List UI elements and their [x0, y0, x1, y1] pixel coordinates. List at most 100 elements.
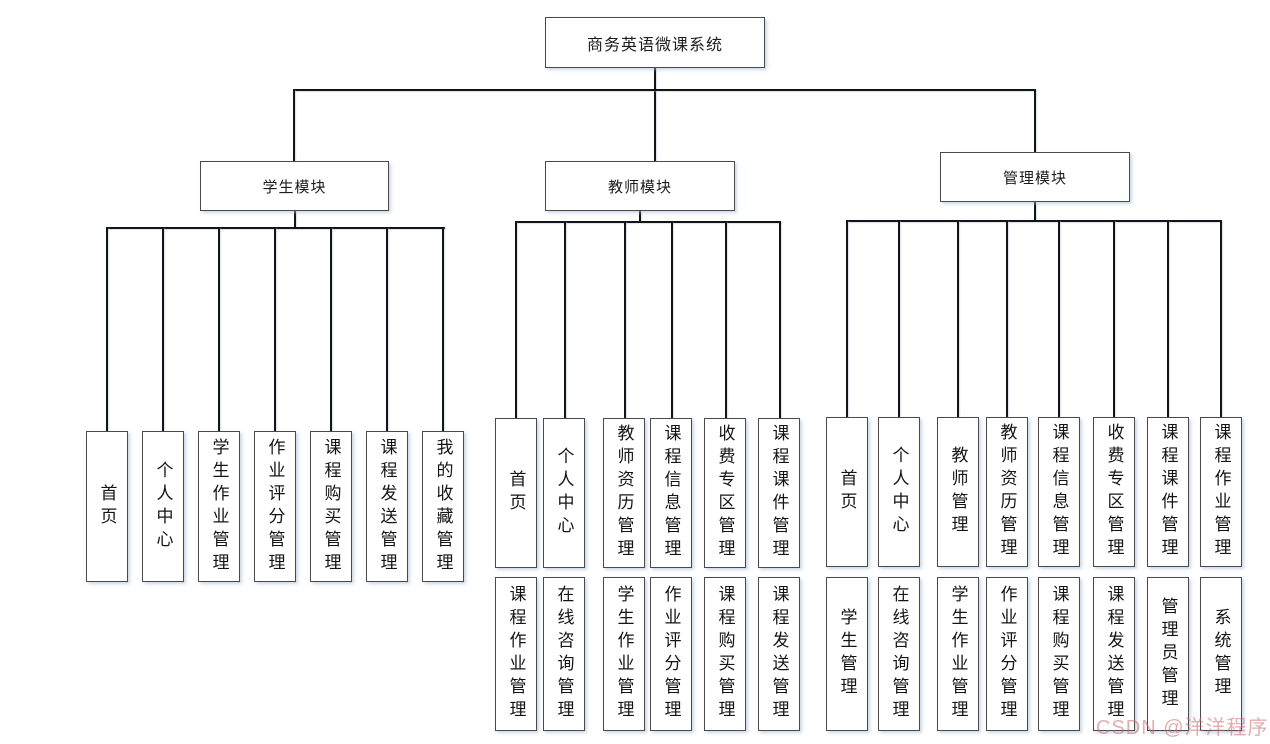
node-label: 课程课件管理: [1158, 423, 1178, 561]
node-label: 教师资历管理: [614, 424, 634, 562]
node-admin-online-consult-mgmt: 在线咨询管理: [878, 577, 920, 731]
node-student-module: 学生模块: [200, 161, 389, 211]
node-student-favorites-mgmt: 我的收藏管理: [422, 431, 464, 582]
node-student-homework-mgmt: 学生作业管理: [198, 431, 240, 582]
connector-teacher-child-4: [671, 221, 673, 418]
connector-teacher-drop: [639, 211, 641, 222]
node-teacher-online-consult-mgmt: 在线咨询管理: [543, 577, 585, 731]
connector-bus-to-admin: [1034, 89, 1036, 152]
node-label: 学生作业管理: [614, 585, 634, 723]
node-student-homework-scoring-mgmt: 作业评分管理: [254, 431, 296, 582]
connector-teacher-bus: [515, 221, 781, 223]
node-student-personal-center: 个人中心: [142, 431, 184, 582]
node-admin-teacher-mgmt: 教师管理: [937, 417, 979, 567]
node-teacher-module-label: 教师模块: [607, 178, 672, 196]
node-teacher-home: 首页: [495, 418, 537, 568]
node-admin-homework-scoring-mgmt: 作业评分管理: [986, 577, 1028, 731]
node-admin-home: 首页: [826, 417, 868, 567]
node-label: 课程作业管理: [1211, 423, 1231, 561]
connector-teacher-child-5: [725, 221, 727, 418]
node-teacher-student-homework-mgmt: 学生作业管理: [603, 577, 645, 731]
node-admin-administrator-mgmt: 管理员管理: [1147, 577, 1189, 731]
node-label: 在线咨询管理: [889, 585, 909, 723]
connector-bus-to-student: [293, 89, 295, 161]
connector-admin-child-8: [1220, 220, 1222, 417]
connector-student-child-3: [218, 227, 220, 431]
connector-student-child-7: [442, 227, 444, 431]
connector-admin-child-7: [1167, 220, 1169, 417]
node-label: 管理员管理: [1158, 596, 1178, 712]
connector-student-child-6: [386, 227, 388, 431]
node-label: 作业评分管理: [661, 585, 681, 723]
node-label: 课程购买管理: [321, 437, 341, 576]
node-label: 课程购买管理: [1049, 585, 1069, 723]
node-teacher-module: 教师模块: [545, 161, 735, 211]
node-admin-student-mgmt: 学生管理: [826, 577, 868, 731]
node-teacher-course-send-mgmt: 课程发送管理: [758, 577, 800, 731]
node-teacher-courseware-mgmt: 课程课件管理: [758, 418, 800, 568]
node-label: 学生管理: [837, 608, 857, 700]
node-label: 课程作业管理: [506, 585, 526, 723]
connector-admin-child-4: [1006, 220, 1008, 417]
node-teacher-course-info-mgmt: 课程信息管理: [650, 418, 692, 568]
node-label: 收费专区管理: [715, 424, 735, 562]
connector-admin-child-3: [957, 220, 959, 417]
node-student-course-purchase-mgmt: 课程购买管理: [310, 431, 352, 582]
node-admin-course-info-mgmt: 课程信息管理: [1038, 417, 1080, 567]
node-teacher-homework-scoring-mgmt: 作业评分管理: [650, 577, 692, 731]
node-student-module-label: 学生模块: [262, 178, 327, 196]
node-root-label: 商务英语微课系统: [586, 36, 723, 54]
connector-teacher-child-2: [564, 221, 566, 418]
node-label: 教师资历管理: [997, 423, 1017, 561]
node-admin-courseware-mgmt: 课程课件管理: [1147, 417, 1189, 567]
connector-student-child-5: [330, 227, 332, 431]
node-teacher-personal-center: 个人中心: [543, 418, 585, 568]
node-label: 我的收藏管理: [433, 437, 453, 576]
node-student-home: 首页: [86, 431, 128, 582]
node-admin-system-mgmt: 系统管理: [1200, 577, 1242, 731]
node-admin-teacher-qualification-mgmt: 教师资历管理: [986, 417, 1028, 567]
connector-student-child-4: [274, 227, 276, 431]
connector-admin-child-6: [1113, 220, 1115, 417]
node-teacher-fee-zone-mgmt: 收费专区管理: [704, 418, 746, 568]
node-admin-course-homework-mgmt: 课程作业管理: [1200, 417, 1242, 567]
node-label: 课程发送管理: [1104, 585, 1124, 723]
node-label: 在线咨询管理: [554, 585, 574, 723]
node-label: 个人中心: [153, 460, 173, 553]
node-label: 系统管理: [1211, 608, 1231, 700]
connector-admin-child-5: [1058, 220, 1060, 417]
node-label: 课程课件管理: [769, 424, 789, 562]
node-label: 首页: [837, 469, 857, 515]
connector-teacher-child-1: [515, 221, 517, 418]
node-label: 学生作业管理: [948, 585, 968, 723]
node-label: 课程发送管理: [769, 585, 789, 723]
node-label: 个人中心: [889, 446, 909, 538]
node-admin-module-label: 管理模块: [1002, 169, 1067, 187]
node-admin-module: 管理模块: [940, 152, 1130, 202]
node-admin-course-send-mgmt: 课程发送管理: [1093, 577, 1135, 731]
connector-admin-drop: [1034, 202, 1036, 221]
connector-student-drop: [294, 211, 296, 228]
connector-admin-child-1: [846, 220, 848, 417]
node-label: 课程购买管理: [715, 585, 735, 723]
node-admin-fee-zone-mgmt: 收费专区管理: [1093, 417, 1135, 567]
node-root: 商务英语微课系统: [545, 17, 765, 68]
node-admin-course-purchase-mgmt: 课程购买管理: [1038, 577, 1080, 731]
node-label: 教师管理: [948, 446, 968, 538]
connector-teacher-child-3: [624, 221, 626, 418]
node-label: 作业评分管理: [265, 437, 285, 576]
node-admin-student-homework-mgmt: 学生作业管理: [937, 577, 979, 731]
node-label: 收费专区管理: [1104, 423, 1124, 561]
connector-root-to-teacher: [654, 68, 656, 161]
node-label: 学生作业管理: [209, 437, 229, 576]
node-label: 课程信息管理: [1049, 423, 1069, 561]
connector-student-child-2: [162, 227, 164, 431]
node-label: 首页: [506, 470, 526, 516]
node-label: 课程发送管理: [377, 437, 397, 576]
node-student-course-send-mgmt: 课程发送管理: [366, 431, 408, 582]
connector-admin-child-2: [898, 220, 900, 417]
node-label: 首页: [97, 483, 117, 530]
node-teacher-qualification-mgmt: 教师资历管理: [603, 418, 645, 568]
connector-admin-bus: [846, 220, 1222, 222]
